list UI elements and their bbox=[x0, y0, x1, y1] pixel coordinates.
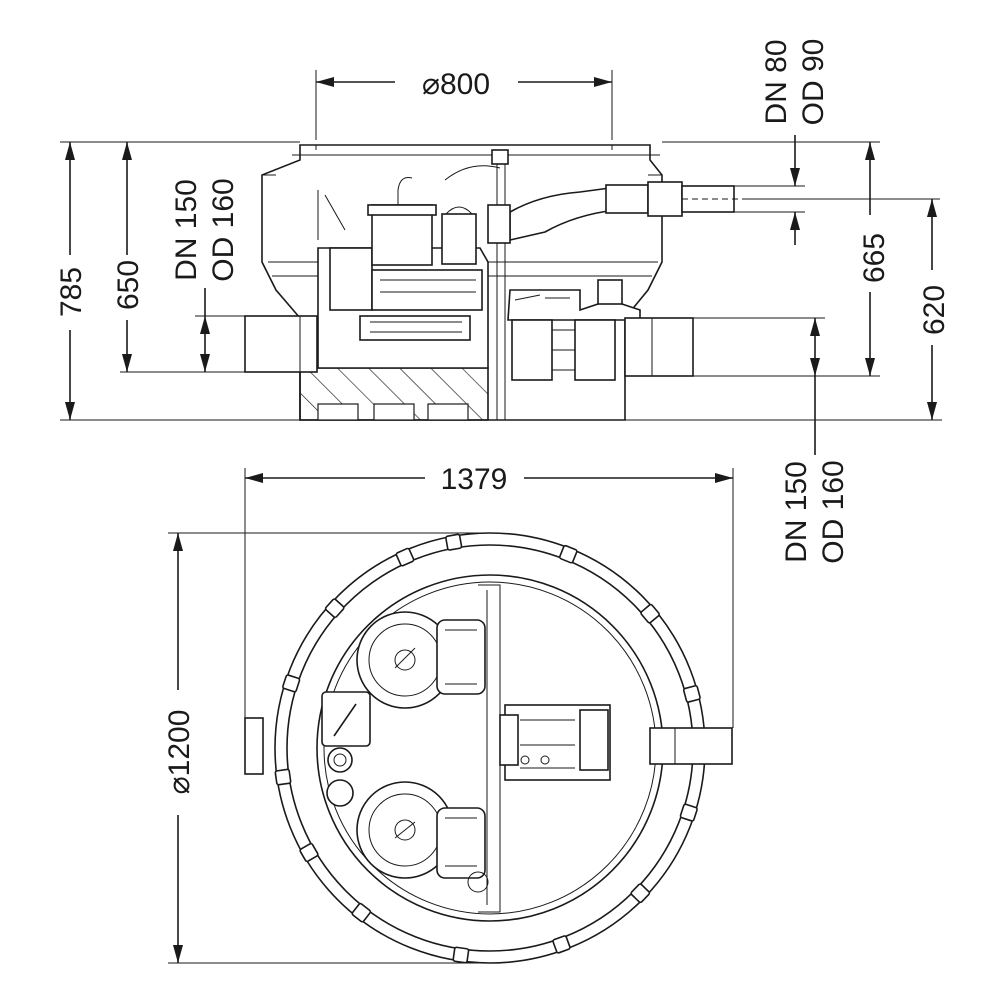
valve-assembly bbox=[499, 704, 611, 781]
rim-lug bbox=[630, 883, 651, 904]
left-inlet-pipe bbox=[244, 315, 318, 373]
rim-lugs bbox=[274, 533, 701, 964]
pump-lower bbox=[356, 781, 486, 879]
control-module bbox=[321, 691, 371, 807]
dim-inlet-height: 650 bbox=[112, 260, 145, 310]
rim-lug bbox=[351, 902, 372, 923]
rim-lug bbox=[558, 544, 578, 564]
outlet-top-line1: DN 80 bbox=[760, 39, 793, 124]
rim-lug bbox=[299, 842, 319, 863]
inlet-left-line2: OD 160 bbox=[207, 178, 240, 281]
rim-lug bbox=[682, 684, 701, 703]
rim-lug bbox=[274, 768, 292, 786]
inlet-left-line1: DN 150 bbox=[170, 179, 203, 281]
dim-total-height: 785 bbox=[55, 267, 88, 317]
dim-diameter: ⌀1200 bbox=[163, 710, 196, 795]
rim-lug bbox=[395, 547, 415, 567]
rim-lug bbox=[324, 598, 345, 619]
plan-dimensions bbox=[168, 468, 734, 964]
pump-chamber bbox=[317, 165, 501, 369]
outlet-top-line2: OD 90 bbox=[797, 39, 830, 126]
rim-lug bbox=[552, 935, 571, 954]
dim-top-width: ⌀800 bbox=[422, 68, 490, 101]
rim-lug bbox=[282, 674, 301, 693]
dim-outlet-height: 665 bbox=[858, 233, 891, 283]
inlet-right-line2: OD 160 bbox=[817, 460, 850, 563]
side-view bbox=[60, 70, 942, 455]
right-mechanism bbox=[507, 279, 641, 381]
hatched-base bbox=[299, 367, 489, 421]
dim-overall-width: 1379 bbox=[441, 463, 508, 496]
vent-port bbox=[467, 871, 489, 893]
side-dimensions bbox=[60, 70, 942, 455]
outlet-pipe bbox=[487, 181, 760, 244]
pump-upper bbox=[356, 611, 486, 709]
plan-outlet-pipe bbox=[649, 727, 733, 765]
right-inlet-pipe bbox=[624, 317, 694, 377]
plan-inlet-pipe bbox=[244, 717, 264, 775]
rim-lug bbox=[445, 533, 463, 551]
dim-right-height: 620 bbox=[918, 285, 951, 335]
labels: ⌀800 785 650 DN 150 OD 160 DN 80 OD 90 6… bbox=[55, 39, 951, 795]
rim-lug bbox=[640, 603, 660, 624]
top-view bbox=[168, 468, 734, 964]
rim-lug bbox=[679, 803, 698, 822]
inlet-right-line1: DN 150 bbox=[780, 461, 813, 563]
rim-lug bbox=[452, 946, 470, 964]
